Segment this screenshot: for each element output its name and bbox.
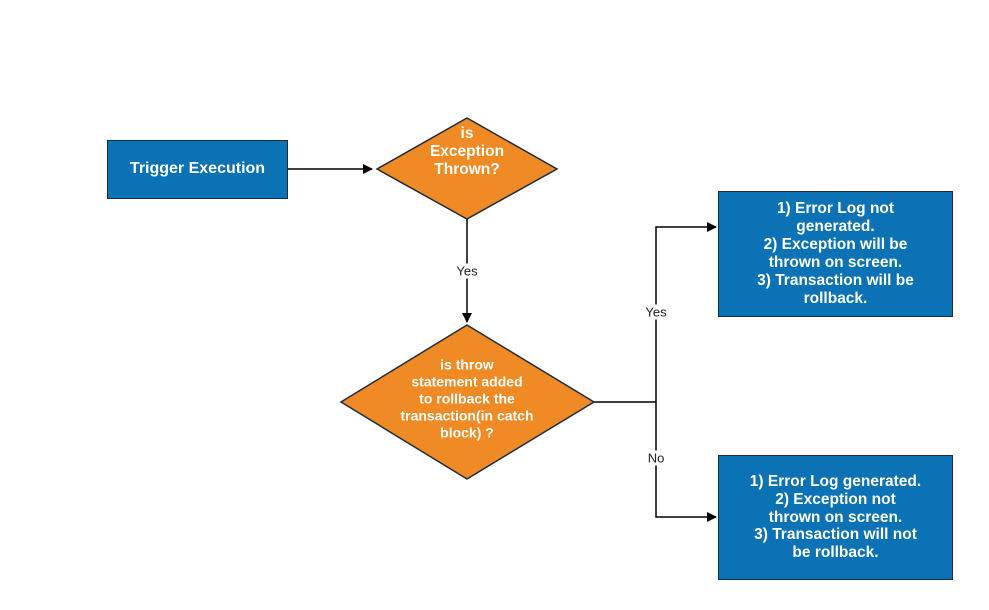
edge-label-no-decision2: No bbox=[645, 450, 667, 466]
decision-throw-statement-text: is throw statement added to rollback the… bbox=[400, 356, 534, 441]
decision-exception-thrown-shape bbox=[375, 117, 559, 220]
decision-throw-statement-shape bbox=[339, 324, 596, 480]
connector-branch-to-outcome-yes bbox=[655, 222, 717, 402]
edge-label-yes-decision1: Yes bbox=[454, 263, 480, 279]
connector-branch-to-outcome-no bbox=[655, 402, 717, 522]
edge-label-yes-decision2: Yes bbox=[643, 304, 669, 320]
node-outcome-yes: 1) Error Log not generated. 2) Exception… bbox=[718, 191, 953, 317]
decision-exception-thrown-text: is Exception Thrown? bbox=[429, 125, 505, 178]
node-outcome-no: 1) Error Log generated. 2) Exception not… bbox=[718, 455, 953, 580]
node-trigger-execution: Trigger Execution bbox=[107, 140, 288, 199]
